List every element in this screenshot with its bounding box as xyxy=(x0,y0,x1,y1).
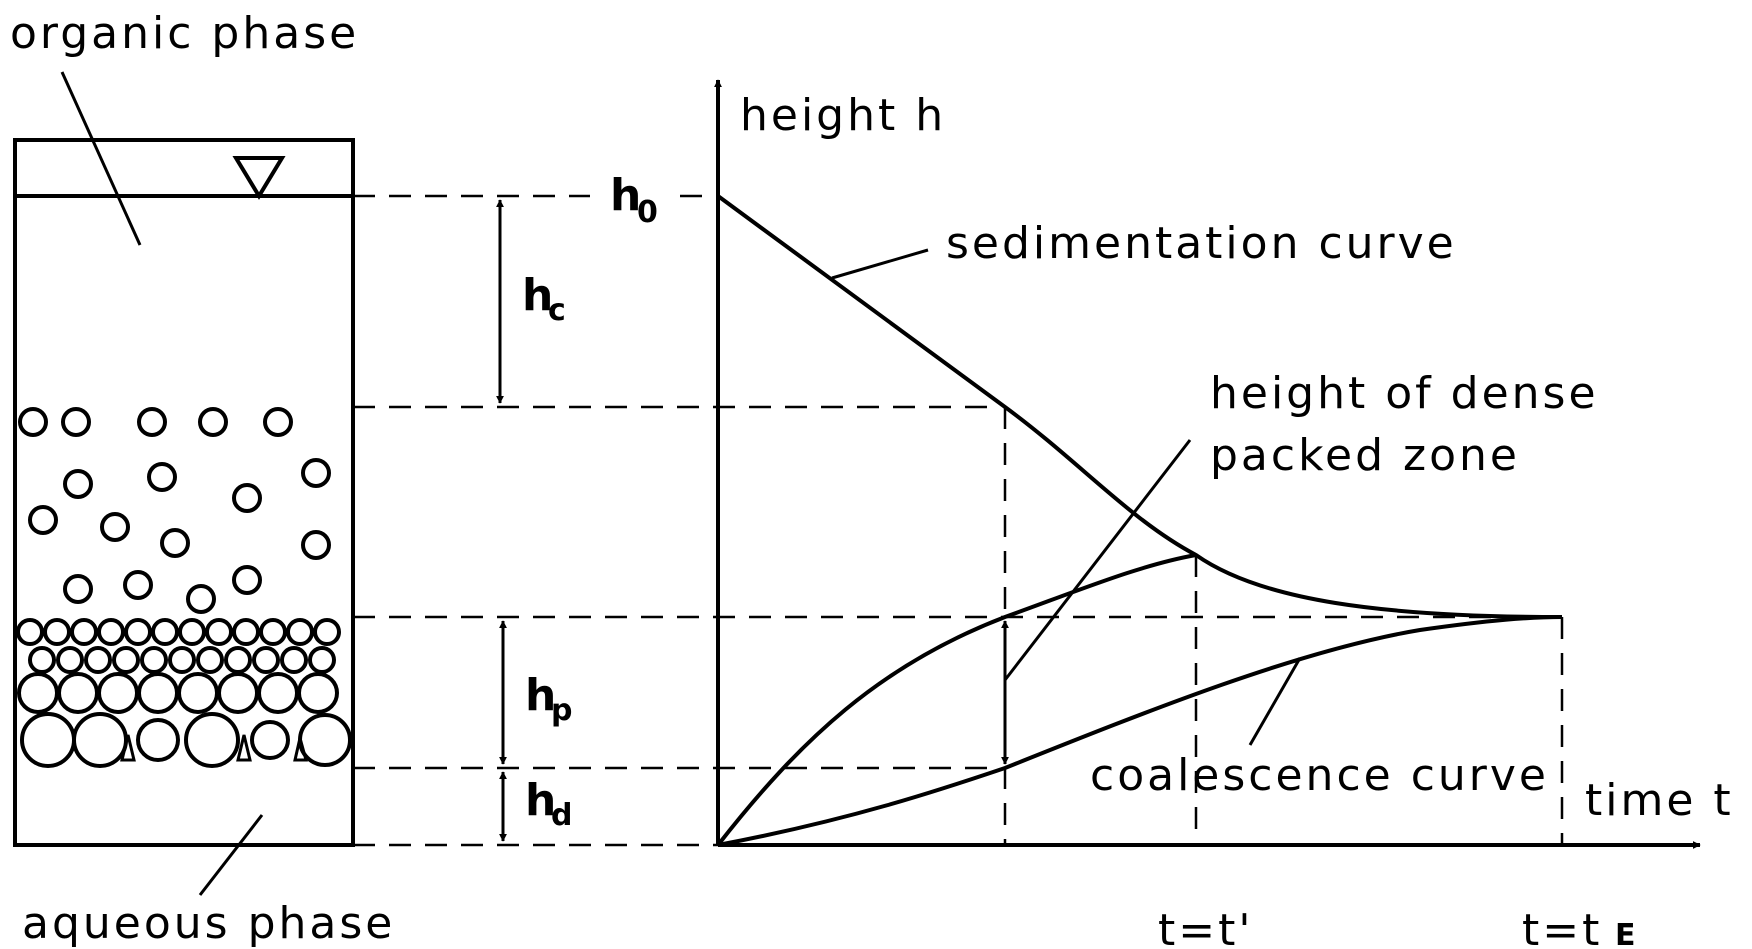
droplet xyxy=(168,646,196,674)
organic-phase-label: organic phase xyxy=(10,8,359,59)
droplet xyxy=(232,565,262,595)
droplet xyxy=(84,646,112,674)
droplet xyxy=(177,672,219,714)
droplet xyxy=(313,618,341,646)
droplet xyxy=(123,570,153,600)
droplet xyxy=(259,618,287,646)
hd-label: h xyxy=(525,775,556,826)
hp-subscript: p xyxy=(551,693,572,728)
dimension-hp: h p xyxy=(499,620,572,765)
hc-subscript: c xyxy=(548,293,566,328)
droplet xyxy=(308,646,336,674)
sedimentation-curve xyxy=(716,194,1563,619)
droplet xyxy=(17,672,59,714)
droplet xyxy=(72,712,128,768)
hc-label: h xyxy=(522,270,553,321)
column-outline xyxy=(13,138,355,847)
droplet xyxy=(297,672,339,714)
y-axis-label: height h xyxy=(740,90,946,141)
sparse-droplets xyxy=(18,407,331,614)
droplet xyxy=(20,712,76,768)
droplet xyxy=(263,407,293,437)
hp-label: h xyxy=(525,670,556,721)
droplet xyxy=(257,672,299,714)
droplet xyxy=(18,407,48,437)
droplet xyxy=(151,618,179,646)
aqueous-phase-label: aqueous phase xyxy=(22,898,395,949)
graph-axes: height h time t h 0 t=t' t=t E xyxy=(610,79,1734,949)
graph-curves xyxy=(716,194,1563,847)
aqueous-phase-leader xyxy=(198,814,264,896)
droplet xyxy=(97,618,125,646)
dense-zone-upper-curve xyxy=(716,553,1197,847)
coalescing-drop-cusps xyxy=(120,734,308,762)
coalescence-curve xyxy=(717,615,1563,847)
droplet xyxy=(61,407,91,437)
droplet xyxy=(137,407,167,437)
droplet xyxy=(224,646,252,674)
droplet xyxy=(186,584,216,614)
hd-subscript: d xyxy=(551,798,572,833)
organic-phase-leader xyxy=(60,71,142,246)
droplet xyxy=(124,618,152,646)
sedimentation-curve-label: sedimentation curve xyxy=(946,218,1457,269)
liquid-level-icon xyxy=(232,156,286,200)
droplet xyxy=(136,718,180,762)
coalescence-curve-label: coalescence curve xyxy=(1090,750,1549,801)
settling-column: organic phase aqueous phase xyxy=(10,8,395,949)
dimension-hd: h d xyxy=(499,771,572,842)
droplet xyxy=(196,646,224,674)
droplet xyxy=(28,646,56,674)
droplet xyxy=(286,618,314,646)
curve-annotations: sedimentation curve height of dense pack… xyxy=(831,218,1599,801)
droplet xyxy=(250,720,290,760)
droplet xyxy=(43,618,71,646)
droplet xyxy=(56,646,84,674)
droplet xyxy=(217,672,259,714)
h0-subscript: 0 xyxy=(637,195,658,230)
droplet xyxy=(252,646,280,674)
droplet xyxy=(298,713,352,767)
droplet xyxy=(112,646,140,674)
droplet xyxy=(140,646,168,674)
droplet xyxy=(97,672,139,714)
t-end-subscript: E xyxy=(1615,918,1636,949)
droplet xyxy=(57,672,99,714)
t-end-label: t=t xyxy=(1522,905,1602,949)
x-axis-label: time t xyxy=(1585,775,1734,826)
dense-zone-label-line2: packed zone xyxy=(1210,430,1520,481)
droplet xyxy=(205,618,233,646)
droplet xyxy=(184,712,240,768)
droplet xyxy=(63,574,93,604)
droplet xyxy=(198,407,228,437)
h0-label: h xyxy=(610,170,641,221)
droplet xyxy=(147,462,177,492)
droplet xyxy=(301,458,331,488)
droplet xyxy=(137,672,179,714)
dense-packed-droplets xyxy=(16,618,352,768)
droplet xyxy=(301,530,331,560)
droplet xyxy=(280,646,308,674)
droplet xyxy=(160,528,190,558)
droplet xyxy=(100,512,130,542)
dense-zone-label-line1: height of dense xyxy=(1210,368,1599,419)
droplet xyxy=(70,618,98,646)
droplet xyxy=(16,618,44,646)
droplet xyxy=(232,618,260,646)
droplet xyxy=(28,505,58,535)
droplet xyxy=(63,469,93,499)
t-prime-label: t=t' xyxy=(1158,905,1253,949)
droplet xyxy=(178,618,206,646)
droplet xyxy=(232,483,262,513)
dimension-hc: h c xyxy=(496,199,566,404)
